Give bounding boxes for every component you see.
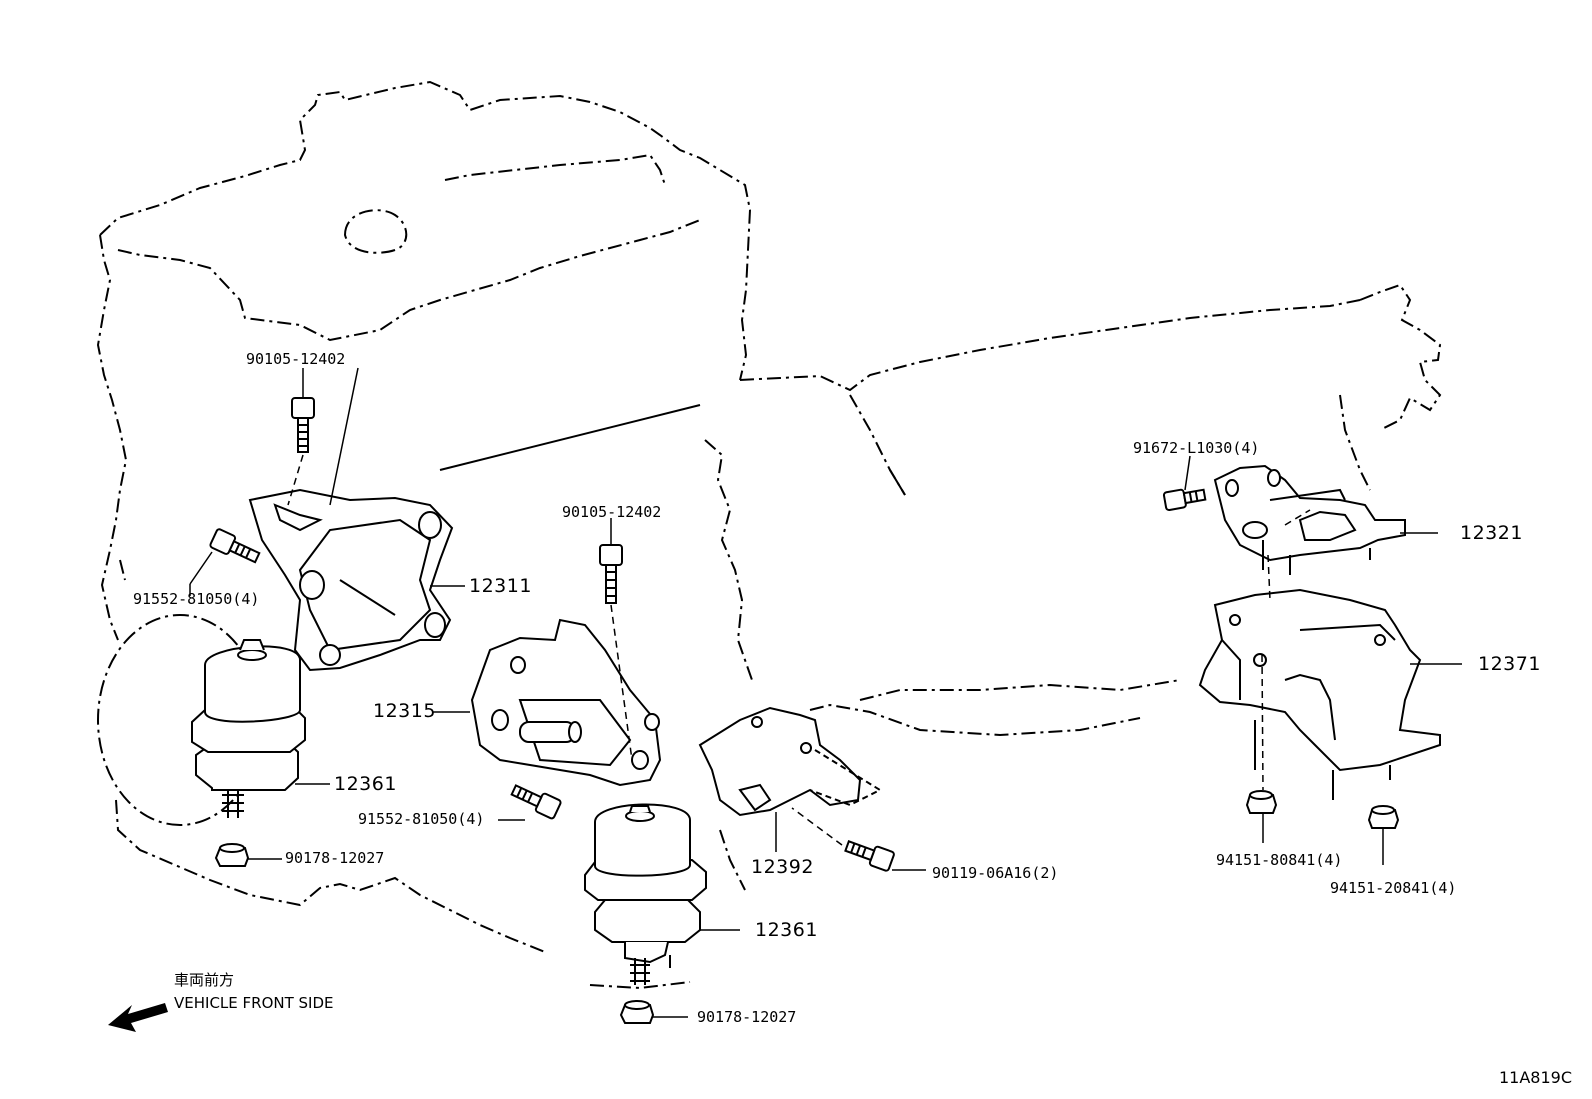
vehicle-front-english: VEHICLE FRONT SIDE: [174, 994, 334, 1012]
alignment-lines: [287, 454, 1311, 846]
bolt-91552-left-icon[interactable]: [209, 528, 261, 566]
nut-90178-center-icon[interactable]: [619, 1000, 655, 1024]
vehicle-front-japanese: 車両前方: [174, 971, 235, 989]
bolt-91672-icon[interactable]: [1162, 486, 1207, 512]
label-12311[interactable]: 12311: [469, 575, 532, 597]
label-94151-20841[interactable]: 94151-20841(4): [1330, 879, 1457, 897]
bolt-91552-center-icon[interactable]: [510, 781, 562, 820]
label-90178-left[interactable]: 90178-12027: [285, 849, 385, 867]
label-12315[interactable]: 12315: [373, 700, 436, 722]
engine-edges: [439, 404, 906, 496]
label-90178-center[interactable]: 90178-12027: [697, 1008, 797, 1026]
bracket-12392-drawing[interactable]: [698, 706, 883, 817]
label-91552-center[interactable]: 91552-81050(4): [358, 810, 485, 828]
member-12371-drawing[interactable]: [1198, 588, 1441, 800]
label-90105-top-left[interactable]: 90105-12402: [246, 350, 346, 368]
nut-94151-20841-icon[interactable]: [1367, 805, 1400, 829]
leader-lines: [189, 367, 1462, 1018]
nut-94151-80841-icon[interactable]: [1245, 790, 1278, 814]
label-91672[interactable]: 91672-L1030(4): [1133, 439, 1260, 457]
label-12361-left[interactable]: 12361: [334, 773, 397, 795]
bolt-90105-center-icon[interactable]: [599, 544, 623, 604]
bracket-12311-drawing[interactable]: [248, 488, 454, 672]
bolt-90119-icon[interactable]: [844, 837, 895, 872]
label-90105-center[interactable]: 90105-12402: [562, 503, 662, 521]
label-90119[interactable]: 90119-06A16(2): [932, 864, 1059, 882]
arrow-left-icon: [108, 1003, 168, 1032]
insulator-12361-left-drawing[interactable]: [191, 639, 306, 818]
label-12371[interactable]: 12371: [1478, 653, 1541, 675]
bolt-90105-top-left-icon[interactable]: [291, 397, 315, 453]
label-91552-left[interactable]: 91552-81050(4): [133, 590, 260, 608]
fasteners: [209, 397, 1400, 1024]
label-12392[interactable]: 12392: [751, 856, 814, 878]
diagram-code: 11A819C: [1499, 1068, 1573, 1087]
label-94151-80841[interactable]: 94151-80841(4): [1216, 851, 1343, 869]
insulator-12361-center-drawing[interactable]: [584, 803, 707, 985]
label-12321[interactable]: 12321: [1460, 522, 1523, 544]
label-12361-center[interactable]: 12361: [755, 919, 818, 941]
engine-outline: [96, 80, 1442, 990]
bracket-12315-drawing[interactable]: [470, 618, 662, 787]
nut-90178-left-icon[interactable]: [214, 843, 250, 867]
insulator-12321-drawing[interactable]: [1213, 464, 1406, 575]
